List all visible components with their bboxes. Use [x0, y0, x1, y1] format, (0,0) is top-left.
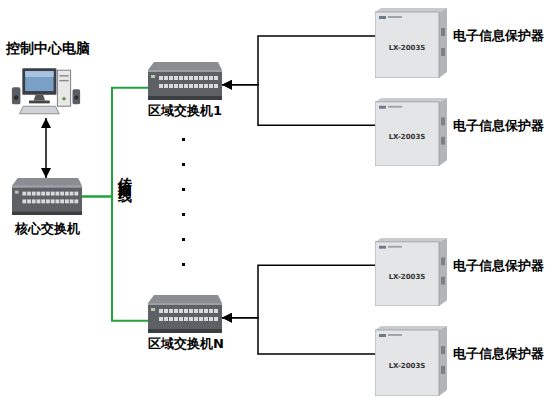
node-shape — [148, 295, 222, 333]
area-switch: 区域交换机1 — [148, 62, 222, 100]
computer-node: 控制中心电脑 — [10, 66, 82, 118]
protector-box: LX-2003S电子信息保护器 — [375, 238, 447, 306]
node-shape — [375, 8, 447, 78]
node-illustration — [148, 62, 222, 100]
node-illustration — [12, 68, 80, 113]
model-number: LX-2003S — [375, 362, 439, 370]
protector-box: LX-2003S电子信息保护器 — [375, 98, 447, 166]
node-label: 区域交换机1 — [148, 103, 222, 119]
model-number: LX-2003S — [375, 133, 439, 141]
node-illustration — [375, 8, 447, 78]
node-shape — [148, 62, 222, 100]
node-illustration — [375, 98, 447, 166]
area-switch: 区域交换机N — [148, 295, 222, 333]
node-shape — [10, 66, 82, 118]
node-illustration — [375, 238, 447, 306]
node-shape — [12, 178, 82, 215]
cable-label: 传输网线 — [116, 166, 134, 182]
node-label: 电子信息保护器 — [453, 28, 544, 44]
data-link — [45, 118, 47, 178]
node-shape — [375, 98, 447, 166]
node-shape — [375, 326, 447, 396]
node-label: 电子信息保护器 — [453, 118, 544, 134]
node-illustration — [375, 326, 447, 396]
protector-box: LX-2003S电子信息保护器 — [375, 326, 447, 396]
node-heading: 控制中心电脑 — [6, 40, 90, 57]
node-illustration — [12, 178, 82, 215]
signal-line — [222, 265, 375, 318]
network-cable — [82, 197, 148, 321]
signal-line — [222, 85, 375, 125]
network-cable — [82, 88, 148, 197]
node-label: 电子信息保护器 — [453, 258, 544, 274]
protector-box: LX-2003S电子信息保护器 — [375, 8, 447, 78]
signal-line — [222, 318, 375, 354]
node-label: 区域交换机N — [148, 336, 224, 352]
model-number: LX-2003S — [375, 273, 439, 281]
ellipsis-dots — [182, 138, 185, 266]
node-shape — [375, 238, 447, 306]
node-label: 核心交换机 — [12, 221, 82, 237]
model-number: LX-2003S — [375, 44, 439, 52]
node-illustration — [148, 295, 222, 333]
signal-line — [222, 36, 375, 85]
node-label: 电子信息保护器 — [453, 346, 544, 362]
core-switch: 核心交换机 — [12, 178, 82, 215]
